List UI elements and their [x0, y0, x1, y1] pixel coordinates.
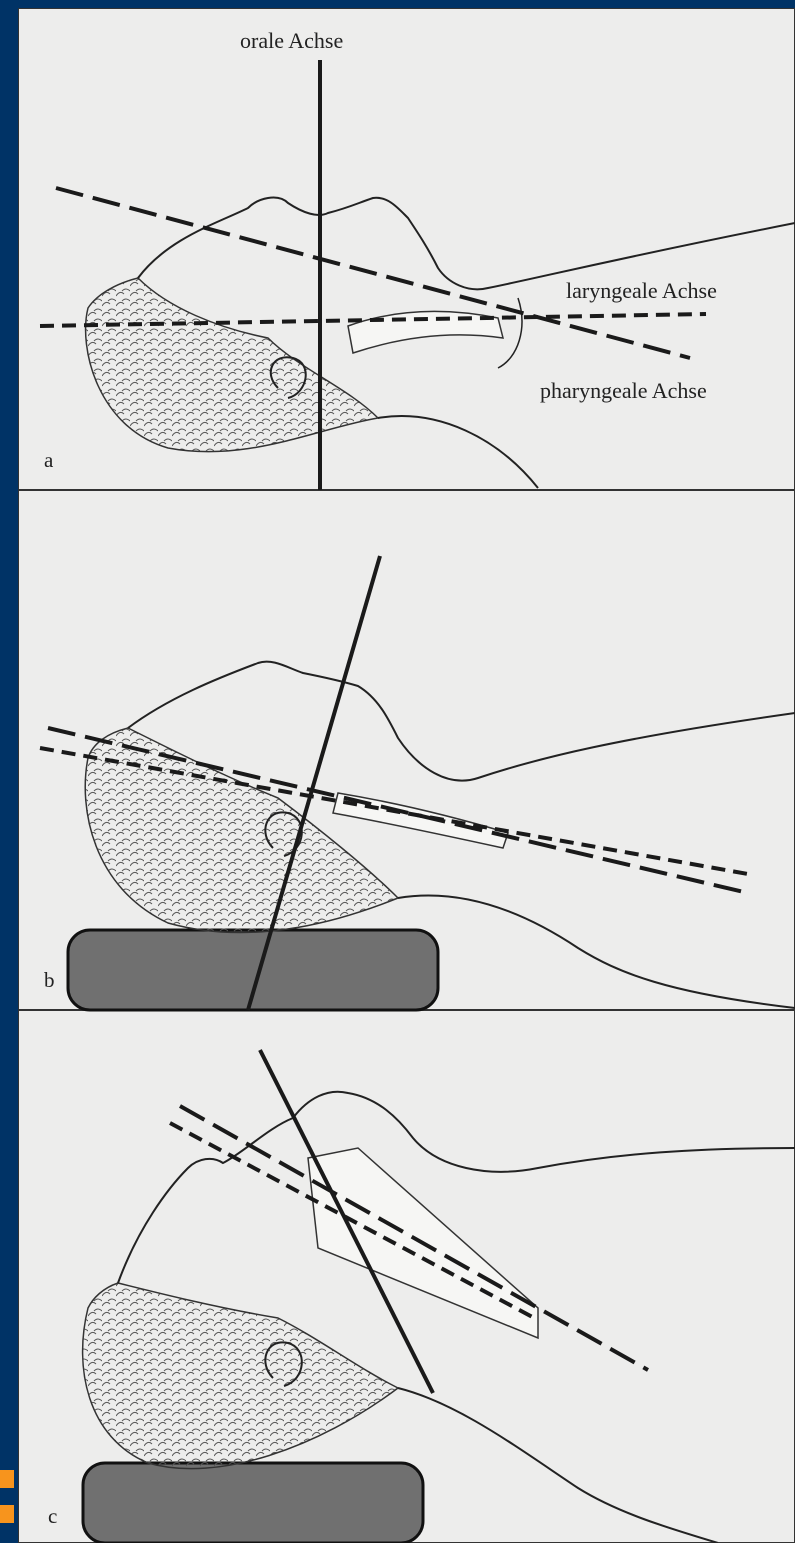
accent-square: [0, 1470, 14, 1488]
airway-axes-figure: [18, 8, 795, 1543]
panel-b-label: b: [44, 968, 55, 993]
oral-axis-label: orale Achse: [240, 28, 343, 54]
figure-scan: orale Achse laryngeale Achse pharyngeale…: [18, 8, 795, 1543]
slide-left-band: [0, 0, 18, 1543]
pharyngeal-axis-label: pharyngeale Achse: [540, 378, 707, 404]
panel-c-label: c: [48, 1504, 57, 1529]
pillow: [83, 1463, 423, 1543]
accent-square: [0, 1505, 14, 1523]
panel-a-label: a: [44, 448, 53, 473]
laryngeal-axis-label: laryngeale Achse: [566, 278, 717, 304]
